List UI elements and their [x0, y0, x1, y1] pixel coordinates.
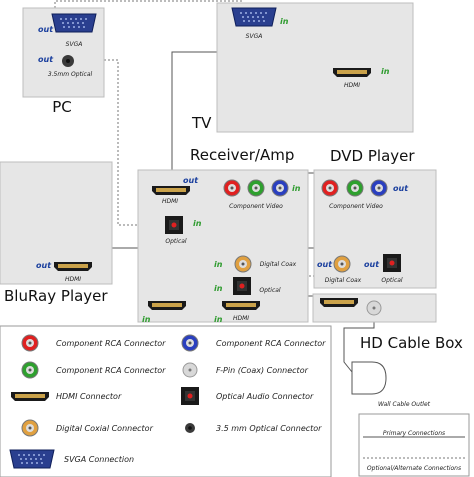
optical-icon — [165, 216, 183, 234]
optical-icon — [233, 277, 251, 295]
svga-icon — [231, 7, 277, 27]
svga-icon — [9, 449, 55, 469]
cablebox-device: HD Cable Box Wall Cable Outlet — [312, 293, 463, 408]
receiver-optical-in-label: in — [193, 219, 202, 228]
tv-device: in SVGA in HDMI TV — [191, 2, 414, 133]
dvd-optical-label: Optical — [381, 277, 403, 284]
legend-label: F-Pin (Coax) Connector — [216, 366, 309, 375]
bluray-device: out HDMI BluRay Player — [0, 161, 113, 305]
dvd-coax-out-label: out — [317, 260, 333, 269]
hdmi-icon — [11, 392, 49, 401]
legend-label: Component RCA Connector — [56, 366, 166, 375]
receiver-hdmi-in1-label: in — [142, 315, 151, 324]
hdmi-icon — [152, 186, 190, 195]
bluray-hdmi-label: HDMI — [65, 276, 81, 283]
pc-optical-out-label: out — [38, 55, 54, 64]
receiver-hdmi-label: HDMI — [162, 198, 178, 205]
pc-svga-label: SVGA — [66, 41, 83, 48]
dvd-title: DVD Player — [330, 147, 415, 165]
tv-hdmi-label: HDMI — [344, 82, 360, 89]
tv-svga-in-label: in — [280, 17, 289, 26]
receiver-component-in-label: in — [292, 184, 301, 193]
tv-title: TV — [191, 114, 212, 132]
tv-hdmi-in-label: in — [381, 67, 390, 76]
receiver-component-label: Component Video — [229, 203, 283, 210]
receiver-hdmi-in-label: HDMI — [233, 315, 249, 322]
legend-label: 3.5 mm Optical Connector — [216, 424, 322, 433]
pc-optical-label: 3.5mm Optical — [48, 71, 93, 78]
dvd-component-label: Component Video — [329, 203, 383, 210]
connection-key: Primary Connections Optional/Alternate C… — [358, 413, 470, 477]
svga-icon — [51, 13, 97, 33]
legend: Component RCA Connector Component RCA Co… — [0, 325, 332, 477]
wall-outlet-icon — [351, 361, 387, 395]
dvd-optical-out-label: out — [364, 260, 380, 269]
dvd-device: DVD Player out Component Video out Digit… — [313, 147, 437, 289]
dvd-component-out-label: out — [393, 184, 409, 193]
dvd-coax-label: Digital Coax — [325, 277, 362, 284]
legend-label: Optical Audio Connector — [216, 392, 314, 401]
receiver-title: Receiver/Amp — [190, 146, 294, 164]
legend-label: Component RCA Connector — [56, 339, 166, 348]
receiver-optical2-label: Optical — [259, 287, 281, 294]
optional-label: Optional/Alternate Connections — [367, 465, 461, 472]
pc-svga-out-label: out — [38, 25, 54, 34]
receiver-device: Receiver/Amp out HDMI in Component Video… — [137, 146, 309, 324]
optical-icon — [383, 254, 401, 272]
hdmi-icon — [148, 301, 186, 310]
hdmi-icon — [222, 301, 260, 310]
bluray-title: BluRay Player — [4, 287, 108, 305]
legend-label: Digital Coxial Connector — [56, 424, 154, 433]
receiver-hdmi-out-label: out — [183, 176, 199, 185]
receiver-optical-label: Optical — [165, 238, 187, 245]
optical-icon — [181, 387, 199, 405]
legend-label: HDMI Connector — [56, 392, 122, 401]
pc-svga-to-tv-line — [54, 0, 244, 8]
hdmi-icon — [54, 262, 92, 271]
cablebox-title: HD Cable Box — [360, 334, 463, 352]
pc-title: PC — [52, 98, 72, 116]
legend-label: Component RCA Connector — [216, 339, 326, 348]
hdmi-icon — [320, 298, 358, 307]
pc-device: out SVGA out 3.5mm Optical PC — [22, 7, 105, 116]
tv-svga-label: SVGA — [246, 33, 263, 40]
receiver-hdmi-in2-label: in — [214, 315, 223, 324]
legend-label: SVGA Connection — [64, 455, 134, 464]
receiver-optical2-in-label: in — [214, 284, 223, 293]
cablebox-outlet-label: Wall Cable Outlet — [378, 401, 431, 408]
receiver-coax-label: Digital Coax — [260, 261, 297, 268]
primary-label: Primary Connections — [383, 430, 445, 437]
bluray-hdmi-out-label: out — [36, 261, 52, 270]
hdmi-icon — [333, 68, 371, 77]
receiver-coax-in-label: in — [214, 260, 223, 269]
